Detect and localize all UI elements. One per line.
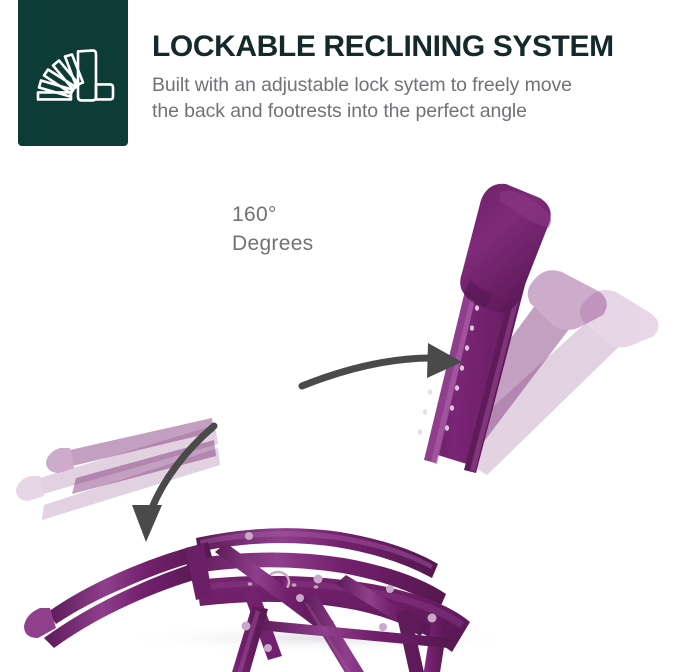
- icon-panel: [18, 0, 128, 146]
- product-illustration: [0, 160, 679, 672]
- chair-joint-rivets: [241, 532, 437, 652]
- chair-main: [24, 183, 551, 672]
- subtitle-line-1: Built with an adjustable lock sytem to f…: [152, 74, 572, 96]
- subtitle-line-2: the back and footrests into the perfect …: [152, 100, 527, 122]
- chair-footrest: [24, 542, 212, 648]
- header-banner: LOCKABLE RECLINING SYSTEM Built with an …: [0, 0, 679, 160]
- chair-legs: [232, 594, 449, 672]
- chair-headrest-pillow: [460, 183, 551, 313]
- curved-arrow-upper-right: [298, 343, 462, 390]
- page-title: LOCKABLE RECLINING SYSTEM: [152, 30, 614, 63]
- page-subtitle: Built with an adjustable lock sytem to f…: [152, 72, 672, 124]
- header-text-block: LOCKABLE RECLINING SYSTEM Built with an …: [152, 30, 672, 124]
- recline-fan-icon: [30, 37, 116, 111]
- curved-arrow-lower-left: [132, 422, 218, 542]
